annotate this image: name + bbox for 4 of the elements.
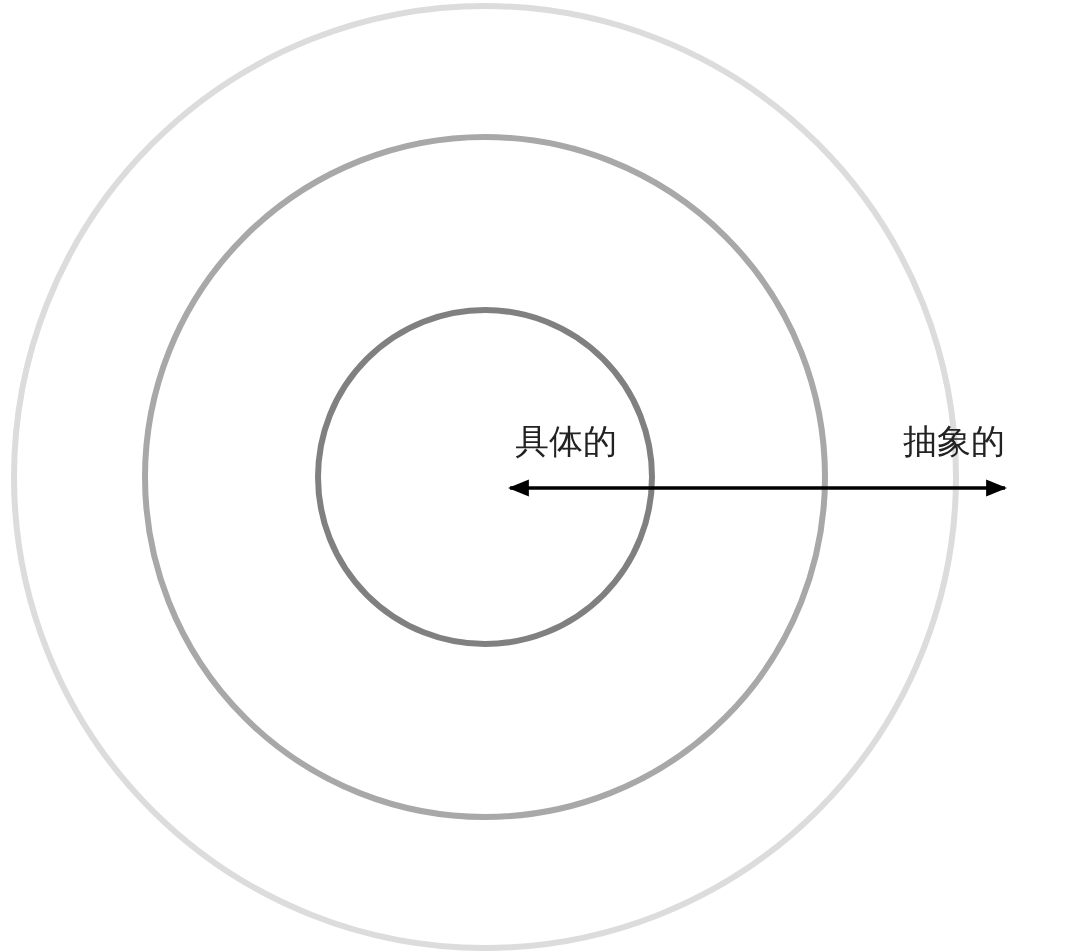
axis-label: 抽象的 xyxy=(903,424,1005,458)
ring xyxy=(142,134,828,820)
axis-label: 具体的 xyxy=(515,424,617,458)
ring xyxy=(315,307,655,647)
